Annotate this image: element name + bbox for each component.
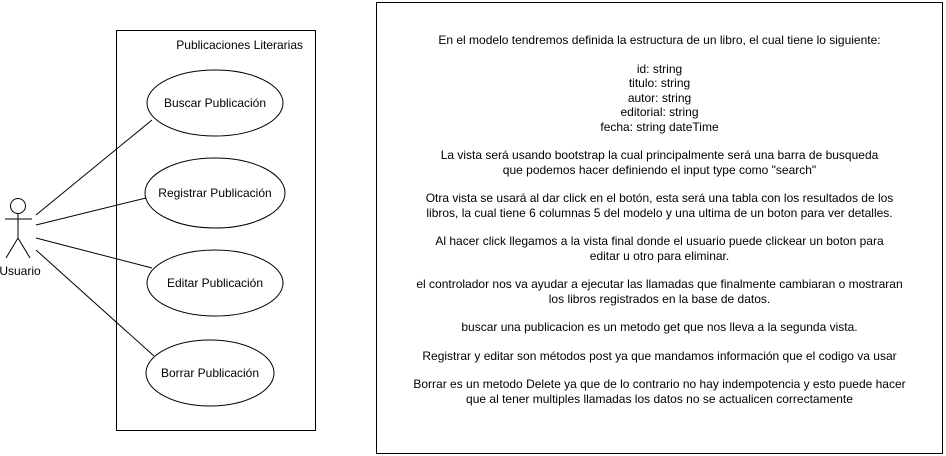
notes-ctrl-line1: el controlador nos va ayudar a ejecutar … <box>416 277 903 291</box>
use-case-buscar: Buscar Publicación <box>146 69 284 137</box>
use-case-registrar: Registrar Publicación <box>144 157 286 229</box>
association-buscar <box>35 119 153 216</box>
notes-borrar: Borrar es un metodo Delete ya que de lo … <box>397 377 922 406</box>
property-titulo: titulo: string <box>628 76 691 90</box>
actor-figure <box>5 198 32 259</box>
notes-body: En el modelo tendremos definida la estru… <box>397 33 922 420</box>
property-autor: autor: string <box>627 90 692 105</box>
association-registrar <box>35 197 147 226</box>
system-title: Publicaciones Literarias <box>176 38 303 52</box>
use-case-ellipse <box>144 157 286 229</box>
notes-registrar: Registrar y editar son métodos post ya q… <box>422 348 897 363</box>
use-case-ellipse <box>145 339 275 407</box>
actor-label: Usuario <box>0 264 41 278</box>
notes-intro: En el modelo tendremos definida la estru… <box>438 33 881 47</box>
property-editorial: editorial: string <box>620 105 699 119</box>
association-editar <box>35 237 153 269</box>
model-properties: id: string titulo: string autor: string … <box>397 62 922 135</box>
use-case-label: Buscar Publicación <box>164 96 266 110</box>
notes-borrar-line1: Borrar es un metodo Delete ya que de lo … <box>413 377 906 391</box>
actor-head <box>10 198 26 214</box>
use-case-label: Borrar Publicación <box>161 366 259 380</box>
use-case-borrar: Borrar Publicación <box>145 339 275 407</box>
notes-final-line2: editar u otro para eliminar. <box>589 248 730 263</box>
use-case-ellipse <box>146 69 284 137</box>
use-case-editar: Editar Publicación <box>146 249 284 317</box>
notes-vista-line2: que podemos hacer definiendo el input ty… <box>502 162 817 177</box>
notes-final-line1: Al hacer click llegamos a la vista final… <box>435 234 884 248</box>
property-id: id: string <box>636 61 683 76</box>
use-case-label: Editar Publicación <box>167 276 263 290</box>
notes-box: En el modelo tendremos definida la estru… <box>376 2 943 454</box>
notes-ctrl-line2: los libros registrados en la base de dat… <box>548 291 771 306</box>
property-fecha: fecha: string dateTime <box>600 119 719 134</box>
notes-buscar: buscar una publicacion es un metodo get … <box>461 320 858 334</box>
use-case-ellipse <box>146 249 284 317</box>
notes-otra-line1: Otra vista se usará al dar click en el b… <box>425 191 894 205</box>
notes-vista-line1: La vista será usando bootstrap la cual p… <box>440 148 879 162</box>
notes-otra-line2: libros, la cual tiene 6 columnas 5 del m… <box>426 205 893 220</box>
notes-otra-vista: Otra vista se usará al dar click en el b… <box>397 191 922 220</box>
use-case-label: Registrar Publicación <box>158 186 271 200</box>
notes-vista: La vista será usando bootstrap la cual p… <box>397 148 922 177</box>
notes-controlador: el controlador nos va ayudar a ejecutar … <box>397 277 922 306</box>
notes-vista-final: Al hacer click llegamos a la vista final… <box>397 234 922 263</box>
association-borrar <box>35 249 155 357</box>
notes-borrar-line2: que al tener multiples llamadas los dato… <box>466 391 853 406</box>
associations <box>35 119 155 357</box>
